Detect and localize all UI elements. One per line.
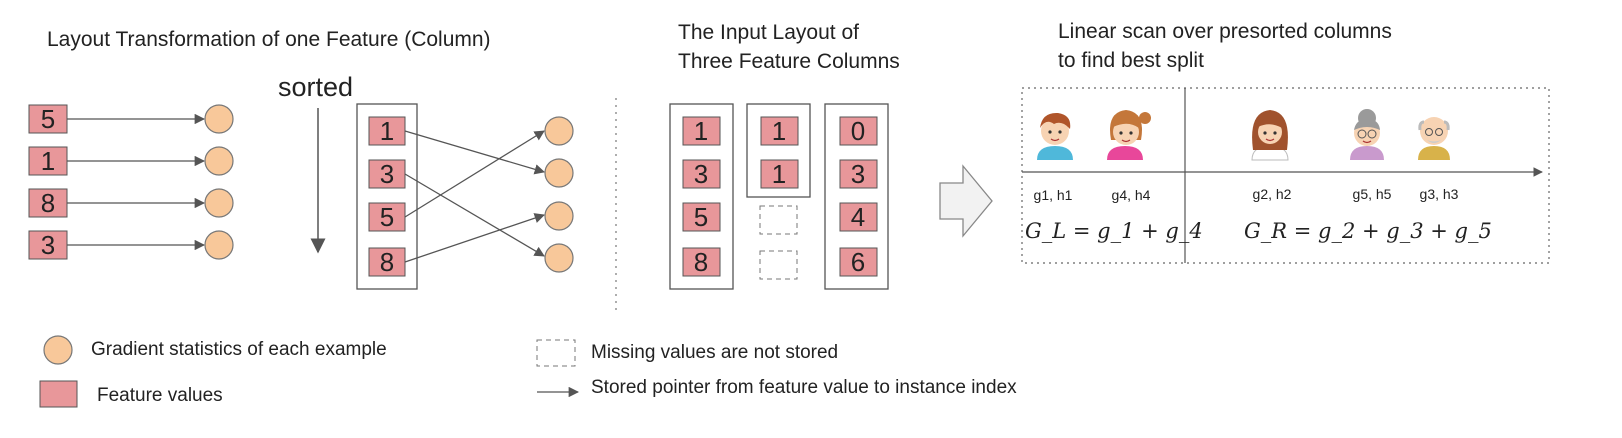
pointer-arrow [404, 173, 545, 257]
input-layout-title-line1: The Input Layout of [678, 21, 859, 44]
feature-value-text: 1 [772, 116, 786, 146]
feature-value-box [682, 116, 721, 146]
gradient-stat-circle [544, 243, 574, 273]
missing-value-box [759, 205, 798, 235]
sorted-label: sorted [278, 72, 353, 102]
unsorted-gradient-stats [204, 104, 234, 260]
girl-icon [1107, 110, 1151, 160]
feature-value-box [760, 116, 799, 146]
legend-pointer-text: Stored pointer from feature value to ins… [591, 377, 1017, 398]
gradient-circle-icon [43, 335, 73, 365]
feature-value-box [839, 159, 878, 189]
gradient-stat-circle [204, 146, 234, 176]
boy-icon [1037, 112, 1073, 160]
feature-value-box [839, 247, 878, 277]
gh-label: g3, h3 [1420, 186, 1459, 202]
linear-scan-panel: Linear scan over presorted columns to fi… [1021, 20, 1550, 264]
missing-value-box [759, 250, 798, 280]
column-frame [746, 103, 811, 198]
transition-arrow-icon [939, 164, 993, 238]
gradient-stat-circle [204, 188, 234, 218]
feature-value-box [368, 116, 406, 146]
gh-label: g4, h4 [1112, 187, 1151, 203]
gradient-stat-circle [544, 116, 574, 146]
legend-missing-text: Missing values are not stored [591, 342, 838, 363]
feature-value-box [760, 159, 799, 189]
legend: Gradient statistics of each example Feat… [39, 335, 1017, 408]
gl-formula: G_L = g_1 + g_4 [1025, 219, 1203, 243]
feature-value-text: 1 [380, 116, 394, 146]
feature-value-text: 3 [380, 159, 394, 189]
feature-value-box [839, 202, 878, 232]
feature-value-box [28, 188, 68, 218]
feature-value-text: 3 [41, 230, 55, 260]
gh-label: g1, h1 [1034, 187, 1073, 203]
feature-value-box [682, 247, 721, 277]
legend-missing: Missing values are not stored [536, 339, 838, 367]
missing-box-icon [536, 339, 576, 367]
unsorted-pointers [67, 113, 206, 251]
feature-value-box [28, 146, 68, 176]
feature-value-text: 6 [851, 247, 865, 277]
sorted-column-frame [356, 103, 418, 290]
sorted-pointers [404, 130, 545, 263]
input-layout-panel: The Input Layout of Three Feature Column… [669, 21, 900, 290]
feature-value-box [839, 116, 878, 146]
grandmother-icon [1350, 109, 1384, 160]
feature-column-3: 0 3 4 6 [824, 103, 889, 290]
feature-value-box [368, 202, 406, 232]
layout-transform-title: Layout Transformation of one Feature (Co… [47, 28, 491, 51]
feature-value-text: 4 [851, 202, 865, 232]
legend-gradient-text: Gradient statistics of each example [91, 339, 387, 360]
feature-value-text: 5 [694, 202, 708, 232]
feature-box-icon [39, 380, 78, 408]
feature-value-text: 8 [41, 188, 55, 218]
feature-column-1: 1 3 5 8 [669, 103, 734, 290]
layout-transform-panel: Layout Transformation of one Feature (Co… [28, 28, 574, 290]
woman-icon [1251, 110, 1289, 161]
feature-value-text: 1 [772, 159, 786, 189]
gr-formula: G_R = g_2 + g_3 + g_5 [1244, 219, 1492, 243]
column-frame [669, 103, 734, 290]
feature-value-text: 3 [851, 159, 865, 189]
feature-value-text: 8 [380, 247, 394, 277]
legend-feature: Feature values [39, 380, 223, 408]
feature-value-text: 8 [694, 247, 708, 277]
grandfather-icon [1418, 117, 1450, 160]
sorted-feature-column: 1 3 5 8 [356, 103, 418, 290]
feature-value-text: 5 [380, 202, 394, 232]
feature-value-box [368, 247, 406, 277]
feature-value-text: 0 [851, 116, 865, 146]
pointer-arrow [404, 130, 545, 175]
feature-value-text: 1 [41, 146, 55, 176]
feature-value-box [682, 202, 721, 232]
feature-value-text: 1 [694, 116, 708, 146]
feature-value-box [28, 104, 68, 134]
linear-scan-title-line1: Linear scan over presorted columns [1058, 20, 1392, 43]
legend-feature-text: Feature values [97, 385, 223, 406]
feature-value-box [682, 159, 721, 189]
gradient-stat-circle [544, 158, 574, 188]
column-frame [824, 103, 889, 290]
sorted-gradient-stats [544, 116, 574, 273]
pointer-arrow [404, 130, 545, 218]
gradient-stat-circle [204, 104, 234, 134]
gh-label: g2, h2 [1253, 186, 1292, 202]
legend-gradient: Gradient statistics of each example [43, 335, 387, 365]
feature-column-2: 1 1 [746, 103, 811, 280]
gradient-stat-circle [204, 230, 234, 260]
linear-scan-title-line2: to find best split [1058, 49, 1204, 72]
feature-value-box [368, 159, 406, 189]
gradient-stat-circle [544, 201, 574, 231]
feature-value-text: 3 [694, 159, 708, 189]
legend-pointer: Stored pointer from feature value to ins… [537, 377, 1017, 398]
gh-label: g5, h5 [1353, 186, 1392, 202]
unsorted-feature-column: 5 1 8 3 [28, 104, 68, 260]
pointer-arrow [404, 213, 545, 263]
input-layout-title-line2: Three Feature Columns [678, 50, 900, 73]
feature-value-text: 5 [41, 104, 55, 134]
